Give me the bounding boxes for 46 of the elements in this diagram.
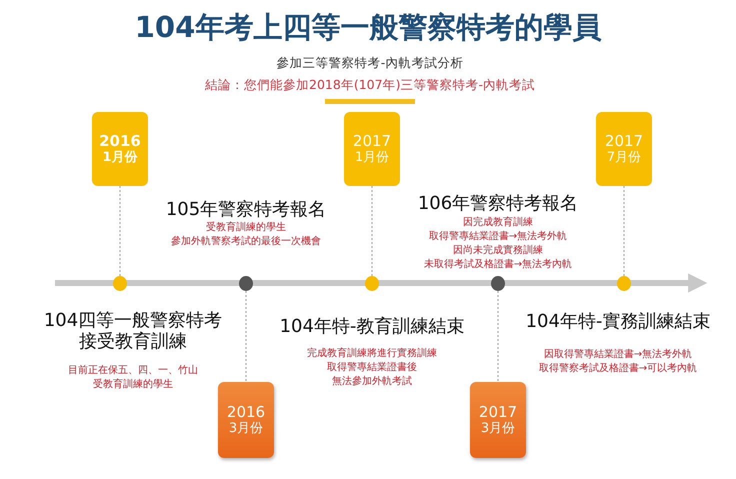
month-text: 1月份 [354, 150, 390, 166]
year-text: 2017 [352, 132, 392, 150]
event-note: 完成教育訓練將進行實務訓練 [307, 346, 437, 360]
date-box [596, 112, 652, 186]
title: 104年考上四等一般警察特考的學員 [134, 9, 602, 46]
event-note: 無法參加外軌考試 [332, 374, 412, 388]
date-box [218, 382, 274, 458]
dotted-connector [245, 291, 247, 382]
event-heading: 105年警察特考報名 [166, 198, 326, 221]
month-text: 7月份 [606, 150, 642, 166]
timeline-dot [617, 276, 631, 291]
month-text: 1月份 [102, 150, 138, 166]
event-heading: 104四等一般警察特考接受教育訓練 [42, 311, 224, 352]
dotted-connector [119, 186, 121, 276]
timeline-dot [239, 276, 253, 291]
event-heading: 104年特-教育訓練結束 [280, 315, 464, 338]
event-note: 取得警專結業證書後 [327, 360, 417, 374]
event-note: 參加外軌警察考試的最後一次機會 [171, 234, 321, 248]
event-note: 未取得考試及格證書→無法考內軌 [424, 258, 572, 271]
year-text: 2017 [604, 132, 644, 150]
event-note: 因尚未完成實務訓練 [453, 244, 543, 257]
timeline-dot [491, 276, 505, 291]
event-note: 因完成教育訓練 [463, 216, 533, 229]
year-text: 2017 [478, 403, 518, 422]
dotted-connector [371, 186, 373, 276]
date-box [92, 112, 148, 186]
event-note: 因取得警專結業證書→無法考外軌 [544, 348, 692, 361]
month-text: 3月份 [228, 421, 264, 437]
subtitle: 參加三等警察特考-內軌考試分析 [276, 55, 464, 72]
year-text: 2016 [99, 132, 141, 150]
event-note: 受教育訓練的學生 [93, 378, 173, 391]
event-note: 目前正在保五、四、一、竹山 [68, 364, 198, 377]
conclusion-text: 結論：您們能參加2018年(107年)三等警察特考-內軌考試 [205, 77, 535, 94]
timeline-dot [113, 276, 127, 291]
timeline-dot [365, 276, 379, 291]
dotted-connector [623, 186, 625, 276]
event-note: 取得警察考試及格證書→可以考內軌 [538, 362, 698, 375]
date-box [470, 382, 526, 458]
date-box [344, 112, 400, 186]
event-heading: 104年特-實務訓練結束 [526, 310, 710, 333]
year-text: 2016 [226, 403, 266, 422]
event-heading: 106年警察特考報名 [418, 192, 578, 215]
event-note: 取得警專結業證書→無法考外軌 [428, 230, 568, 243]
dotted-connector [497, 291, 499, 382]
month-text: 3月份 [480, 421, 516, 437]
event-note: 受教育訓練的學生 [206, 220, 286, 234]
